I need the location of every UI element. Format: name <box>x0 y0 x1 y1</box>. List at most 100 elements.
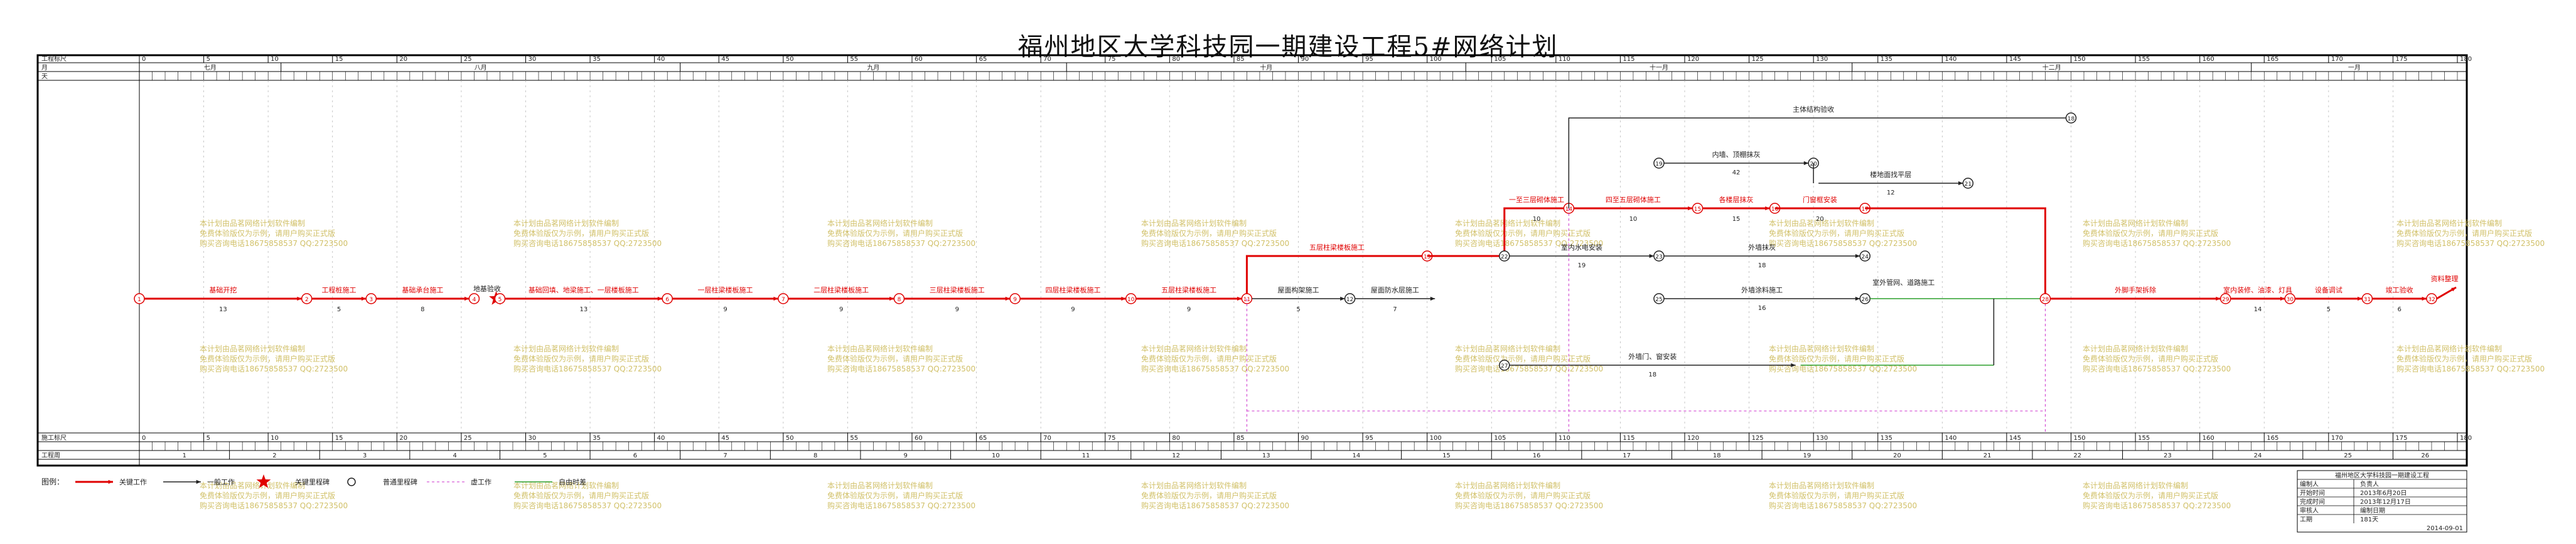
event-number: 27 <box>1501 363 1508 370</box>
title-block-value: 负责人 <box>2360 480 2379 488</box>
scale-top-label: 5 <box>207 56 210 63</box>
footer-row-label: 施工标尺 <box>41 434 67 442</box>
watermark-text: 免费体验版仅为示例，请用户购买正式版 <box>827 228 963 238</box>
legend-item-label: 自由时差 <box>559 477 586 486</box>
watermark-text: 免费体验版仅为示例，请用户购买正式版 <box>1769 228 1904 238</box>
scale-bottom-label: 115 <box>1623 435 1634 442</box>
title-block-value: 181天 <box>2360 516 2378 523</box>
week-number: 17 <box>1623 452 1631 459</box>
scale-top-label: 100 <box>1430 56 1442 63</box>
scale-top-label: 20 <box>399 56 407 63</box>
scale-top-label: 125 <box>1752 56 1764 63</box>
scale-bottom-label: 30 <box>529 435 537 442</box>
task-duration: 9 <box>723 306 727 313</box>
week-number: 16 <box>1533 452 1541 459</box>
scale-bottom-label: 50 <box>786 435 794 442</box>
scale-bottom-label: 40 <box>657 435 665 442</box>
event-number: 29 <box>2222 297 2230 303</box>
title-block-label: 编制人 <box>2300 480 2319 488</box>
scale-bottom-label: 75 <box>1108 435 1116 442</box>
scale-top-label: 95 <box>1365 56 1373 63</box>
task-label: 内墙、顶棚抹灰 <box>1712 150 1761 159</box>
event-number: 1 <box>137 297 141 303</box>
scale-bottom-label: 10 <box>271 435 279 442</box>
arrow-head <box>361 296 367 301</box>
task-label: 一至三层砌体施工 <box>1509 195 1564 204</box>
title-block-label: 开始时间 <box>2300 489 2325 497</box>
task-label: 室外管网、道路施工 <box>1872 278 1935 287</box>
event-node <box>2065 112 2077 124</box>
event-node <box>1125 293 1137 304</box>
scale-bottom-label: 160 <box>2203 435 2214 442</box>
watermark-text: 购买咨询电话18675858537 QQ:2723500 <box>200 364 348 373</box>
scale-top-label: 10 <box>271 56 279 63</box>
task-duration: 42 <box>1732 169 1741 176</box>
scale-top-label: 25 <box>464 56 472 63</box>
event-number: 9 <box>1013 297 1017 303</box>
task-label: 各楼层抹灰 <box>1719 195 1754 204</box>
event-node <box>1009 293 1021 304</box>
watermark-text: 免费体验版仅为示例，请用户购买正式版 <box>827 491 963 500</box>
month-label: 九月 <box>867 64 879 72</box>
task-duration: 10 <box>1629 216 1638 223</box>
watermark-text: 购买咨询电话18675858537 QQ:2723500 <box>1455 364 1603 373</box>
watermark-text: 购买咨询电话18675858537 QQ:2723500 <box>1769 501 1917 510</box>
watermark-text: 免费体验版仅为示例，请用户购买正式版 <box>200 354 335 363</box>
critical-path <box>1245 255 1427 299</box>
scale-bottom-label: 55 <box>850 435 858 442</box>
event-number: 4 <box>473 297 476 303</box>
watermark-text: 购买咨询电话18675858537 QQ:2723500 <box>1769 238 1917 248</box>
watermark-text: 本计划由品茗网络计划软件编制 <box>200 218 305 228</box>
scale-top-label: 0 <box>142 56 146 63</box>
week-number: 12 <box>1172 452 1180 459</box>
arrow-head <box>1121 296 1126 301</box>
event-node <box>365 293 377 304</box>
watermark-text: 免费体验版仅为示例，请用户购买正式版 <box>2396 354 2532 363</box>
event-number: 13 <box>1424 254 1430 260</box>
watermark-text: 本计划由品茗网络计划软件编制 <box>513 218 619 228</box>
scale-bottom-label: 60 <box>915 435 923 442</box>
arrow-head <box>2216 296 2221 301</box>
task-label: 室内装修、油漆、灯具 <box>2223 285 2292 294</box>
event-node <box>494 293 506 304</box>
event-number: 25 <box>1655 297 1662 303</box>
task-label: 屋面防水层施工 <box>1371 285 1419 294</box>
critical-path <box>1427 207 1569 257</box>
watermark-text: 本计划由品茗网络计划软件编制 <box>2396 218 2502 228</box>
scale-top-label: 15 <box>335 56 343 63</box>
task-duration: 15 <box>1732 216 1741 223</box>
scale-bottom-label: 110 <box>1559 435 1570 442</box>
arrow-head <box>297 296 302 301</box>
task-duration: 19 <box>1577 262 1586 269</box>
footer-row-label: 工程周 <box>41 452 60 459</box>
watermark-text: 购买咨询电话18675858537 QQ:2723500 <box>513 501 662 510</box>
header-row-label: 月 <box>41 64 48 72</box>
task-duration: 13 <box>219 306 227 313</box>
watermark-text: 免费体验版仅为示例，请用户购买正式版 <box>513 354 649 363</box>
scale-top-label: 155 <box>2138 56 2150 63</box>
task-label: 竣工验收 <box>2386 285 2413 294</box>
legend-label: 图例： <box>41 477 64 486</box>
arrow-head <box>2422 296 2427 301</box>
watermark-text: 本计划由品茗网络计划软件编制 <box>1141 344 1247 353</box>
week-number: 2 <box>272 452 276 459</box>
arrow-head <box>773 296 778 301</box>
event-node <box>893 293 905 304</box>
event-number: 8 <box>898 297 901 303</box>
week-number: 5 <box>543 452 547 459</box>
scale-bottom-label: 5 <box>207 435 210 442</box>
arrow-head <box>2358 296 2363 301</box>
task-duration: 18 <box>1758 262 1766 269</box>
watermark-text: 购买咨询电话18675858537 QQ:2723500 <box>827 364 975 373</box>
event-number: 19 <box>1655 161 1663 168</box>
week-number: 15 <box>1442 452 1451 459</box>
week-number: 21 <box>1983 452 1992 459</box>
legend-item-label: 一般工作 <box>207 478 235 486</box>
scale-top-label: 130 <box>1816 56 1828 63</box>
watermark-text: 本计划由品茗网络计划软件编制 <box>1769 218 1874 228</box>
watermark-text: 本计划由品茗网络计划软件编制 <box>2083 481 2188 490</box>
task-label: 外墙抹灰 <box>1748 243 1776 252</box>
watermark-text: 购买咨询电话18675858537 QQ:2723500 <box>2083 501 2231 510</box>
watermark-text: 本计划由品茗网络计划软件编制 <box>2083 344 2188 353</box>
